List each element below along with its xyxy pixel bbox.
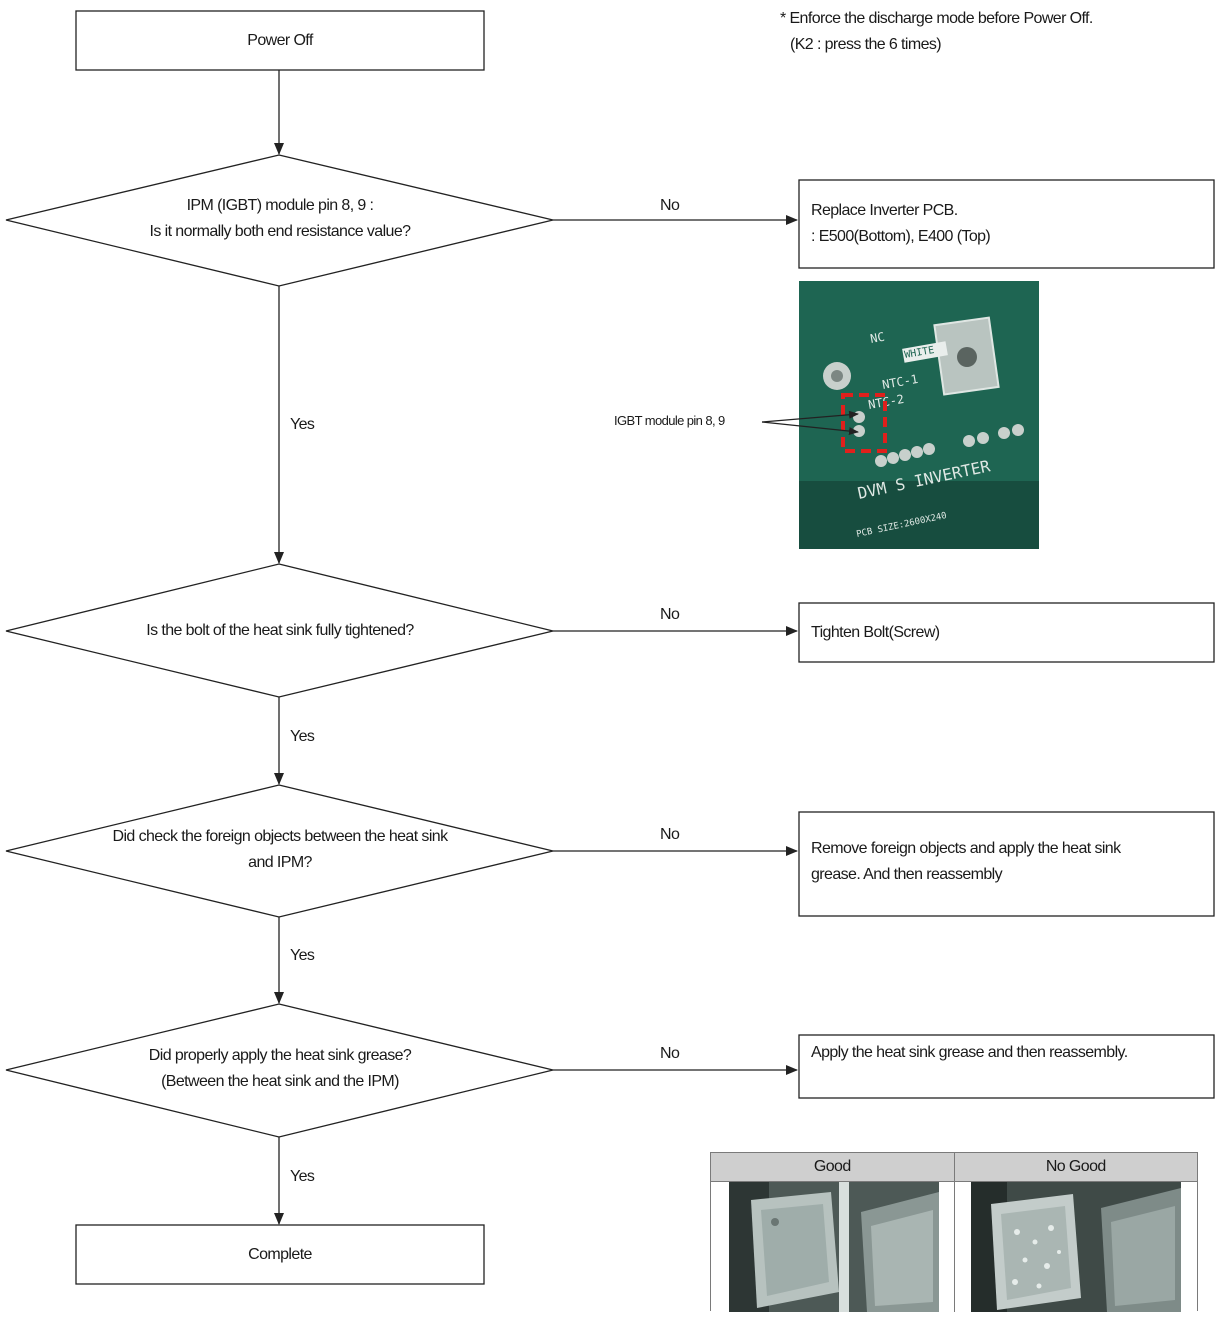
action4-text: Apply the heat sink grease and then reas… [811,1044,1128,1061]
start-box [75,10,485,71]
grease-comparison-table: Good No Good [710,1152,1198,1312]
decision4-line1: Did properly apply the heat sink grease? [148,1047,412,1064]
note-line2: (K2 : press the 6 times) [790,36,942,53]
comparison-header: Good No Good [711,1153,1197,1182]
decision3-line1: Did check the foreign objects between th… [112,828,449,845]
yes-label-3: Yes [290,947,315,964]
action3-box [798,811,1215,917]
pin-callout-label: IGBT module pin 8, 9 [614,413,725,428]
silk-ntc1: NTC-1 [881,372,919,392]
no-good-header: No Good [953,1153,1198,1181]
action4-box [798,1034,1215,1099]
action1-box [798,179,1215,269]
no-good-photo [953,1182,1197,1312]
action2-box [798,602,1215,663]
callout-arrow-pin9 [761,421,859,436]
decision1-line1: IPM (IGBT) module pin 8, 9 : [186,197,374,214]
action3-line1: Remove foreign objects and apply the hea… [811,840,1121,857]
silk-nc: NC [869,330,886,346]
yes-label-1: Yes [290,416,315,433]
action1-text: Replace Inverter PCB. : E500(Bottom), E4… [811,198,991,250]
end-box [75,1224,485,1285]
discharge-note: * Enforce the discharge mode before Powe… [780,6,1093,58]
silk-white: WHITE [904,345,936,361]
action1-line1: Replace Inverter PCB. [811,202,958,219]
action1-line2: : E500(Bottom), E400 (Top) [811,228,991,245]
no-label-1: No [660,197,680,214]
yes-label-2: Yes [290,728,315,745]
pin-highlight-box [841,393,887,453]
decision4-line2: (Between the heat sink and the IPM) [161,1073,399,1090]
decision3-line2: and IPM? [248,854,312,871]
yes-label-4: Yes [290,1168,315,1185]
decision3-text: Did check the foreign objects between th… [40,824,520,876]
no-label-2: No [660,606,680,623]
decision1-text: IPM (IGBT) module pin 8, 9 : Is it norma… [60,193,500,245]
good-photo [711,1182,954,1312]
action2-text: Tighten Bolt(Screw) [811,624,940,641]
no-label-3: No [660,826,680,843]
decision1-line2: Is it normally both end resistance value… [149,223,411,240]
decision4-text: Did properly apply the heat sink grease?… [60,1043,500,1095]
decision2-text: Is the bolt of the heat sink fully tight… [146,622,414,639]
end-label: Complete [248,1246,312,1263]
start-label: Power Off [247,32,313,49]
note-line1: * Enforce the discharge mode before Powe… [780,10,1093,27]
no-label-4: No [660,1045,680,1062]
comparison-body [711,1182,1197,1312]
action3-line2: grease. And then reassembly [811,866,1003,883]
action3-text: Remove foreign objects and apply the hea… [811,836,1121,888]
callout-arrow-pin8 [761,410,859,423]
good-header: Good [813,1158,851,1175]
